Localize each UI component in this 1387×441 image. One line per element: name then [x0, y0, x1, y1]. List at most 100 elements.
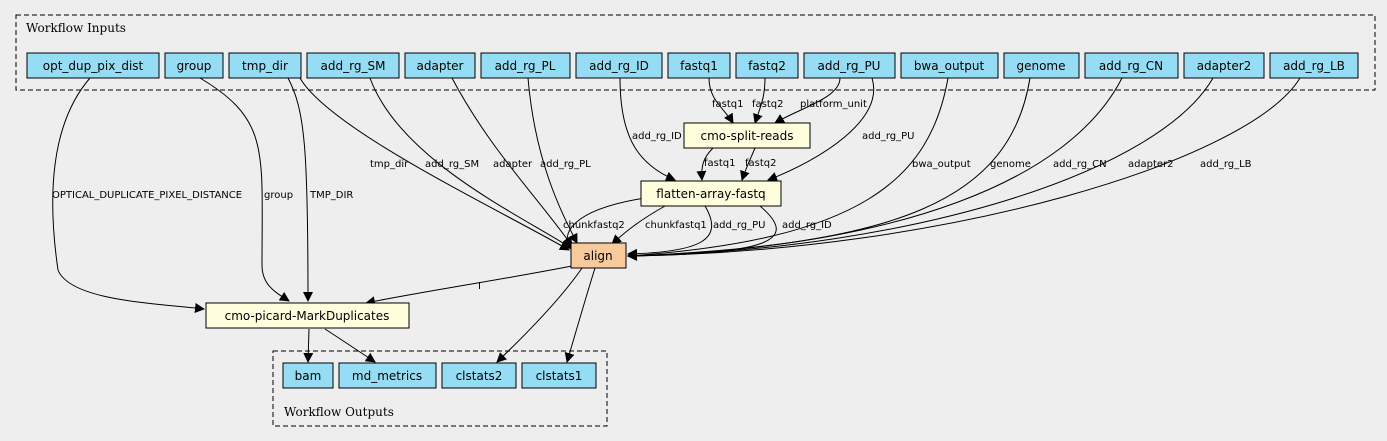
input-node-adapter2[interactable]: adapter2: [1183, 52, 1265, 79]
svg-text:add_rg_LB: add_rg_LB: [1283, 59, 1345, 73]
svg-text:add_rg_PU: add_rg_PU: [862, 131, 914, 142]
svg-text:clstats1: clstats1: [536, 369, 583, 383]
edge-add-rg-pu-flatten: add_rg_PU: [767, 77, 914, 182]
input-node-add-rg-id[interactable]: add_rg_ID: [575, 52, 663, 79]
edge-flatten-add-rg-pu-align: add_rg_PU: [627, 205, 765, 259]
svg-text:adapter: adapter: [417, 59, 464, 73]
edge-markdup-md-metrics: [324, 328, 376, 363]
svg-text:TMP_DIR: TMP_DIR: [309, 190, 353, 201]
input-node-tmp-dir[interactable]: tmp_dir: [228, 52, 302, 79]
output-node-bam[interactable]: bam: [282, 362, 334, 389]
svg-text:bwa_output: bwa_output: [914, 59, 985, 73]
svg-text:fastq1: fastq1: [680, 59, 718, 73]
svg-text:add_rg_CN: add_rg_CN: [1099, 59, 1163, 73]
edge-chunkfastq2-align: chunkfastq2: [561, 197, 646, 250]
step-node-cmo-split-reads[interactable]: cmo-split-reads: [683, 122, 811, 149]
svg-text:adapter2: adapter2: [1128, 159, 1174, 170]
svg-text:group: group: [177, 59, 212, 73]
edge-tmp-dir-align: tmp_dir: [299, 77, 570, 251]
svg-text:I: I: [478, 281, 481, 292]
svg-text:adapter: adapter: [493, 159, 533, 170]
svg-text:cmo-split-reads: cmo-split-reads: [700, 129, 793, 143]
workflow-outputs-label: Workflow Outputs: [284, 405, 394, 419]
input-node-add-rg-pu[interactable]: add_rg_PU: [803, 52, 896, 79]
input-node-group[interactable]: group: [164, 52, 224, 79]
input-node-add-rg-pl[interactable]: add_rg_PL: [480, 52, 571, 79]
svg-text:genome: genome: [990, 159, 1031, 170]
svg-text:fastq2: fastq2: [745, 158, 777, 169]
edge-split-fastq2-flatten: fastq2: [740, 147, 777, 181]
edge-adapter-align: adapter: [451, 77, 573, 247]
input-node-opt-dup-pix-dist[interactable]: opt_dup_pix_dist: [26, 52, 160, 79]
edge-chunkfastq1-align: chunkfastq1: [611, 205, 707, 245]
svg-text:flatten-array-fastq: flatten-array-fastq: [656, 187, 765, 201]
edge-split-fastq1-flatten: fastq1: [696, 147, 736, 181]
svg-text:add_rg_PU: add_rg_PU: [713, 220, 765, 231]
input-node-adapter[interactable]: adapter: [404, 52, 476, 79]
svg-text:add_rg_PL: add_rg_PL: [540, 159, 591, 170]
output-node-clstats2[interactable]: clstats2: [441, 362, 517, 389]
svg-text:add_rg_PU: add_rg_PU: [818, 59, 881, 73]
output-node-clstats1[interactable]: clstats1: [521, 362, 597, 389]
edge-add-rg-pu-split: platform_unit: [774, 77, 867, 124]
svg-text:chunkfastq1: chunkfastq1: [645, 220, 707, 231]
edge-add-rg-lb-align: add_rg_LB: [627, 77, 1301, 261]
workflow-inputs-label: Workflow Inputs: [26, 21, 126, 35]
input-node-add-rg-lb[interactable]: add_rg_LB: [1269, 52, 1359, 79]
edge-add-rg-id-flatten: add_rg_ID: [619, 77, 682, 182]
svg-text:md_metrics: md_metrics: [352, 369, 422, 383]
edge-adapter2-align: adapter2: [627, 77, 1214, 261]
workflow-inputs-cluster: Workflow Inputs: [15, 14, 1376, 91]
svg-text:fastq1: fastq1: [704, 158, 736, 169]
edge-align-clstats2: [496, 267, 583, 363]
step-node-align[interactable]: align: [570, 242, 627, 269]
svg-text:fastq2: fastq2: [748, 59, 786, 73]
input-node-fastq2[interactable]: fastq2: [735, 52, 799, 79]
edge-bwa-output-align: bwa_output: [627, 77, 971, 261]
edge-markdup-bam: [303, 328, 314, 363]
svg-text:add_rg_SM: add_rg_SM: [321, 59, 386, 73]
svg-text:add_rg_LB: add_rg_LB: [1200, 159, 1252, 170]
svg-text:OPTICAL_DUPLICATE_PIXEL_DISTAN: OPTICAL_DUPLICATE_PIXEL_DISTANCE: [52, 190, 242, 201]
svg-text:add_rg_ID: add_rg_ID: [782, 220, 832, 231]
svg-text:fastq2: fastq2: [752, 99, 784, 110]
edge-align-markdup: I: [365, 265, 573, 307]
output-node-md-metrics[interactable]: md_metrics: [338, 362, 437, 389]
input-node-fastq1[interactable]: fastq1: [667, 52, 731, 79]
svg-text:bam: bam: [295, 369, 322, 383]
svg-text:chunkfastq2: chunkfastq2: [563, 220, 625, 231]
workflow-outputs-cluster: Workflow Outputs: [272, 350, 608, 427]
svg-text:tmp_dir: tmp_dir: [242, 59, 288, 73]
svg-text:align: align: [583, 249, 612, 263]
input-node-add-rg-sm[interactable]: add_rg_SM: [306, 52, 400, 79]
step-node-flatten-array-fastq[interactable]: flatten-array-fastq: [640, 180, 782, 207]
edge-flatten-add-rg-id-align: add_rg_ID: [627, 205, 832, 261]
svg-text:add_rg_SM: add_rg_SM: [425, 159, 479, 170]
svg-text:add_rg_ID: add_rg_ID: [589, 59, 649, 73]
edge-group-markdup: group: [199, 77, 293, 302]
edge-tmp-dir-markdup: TMP_DIR: [287, 77, 353, 302]
edge-opt-dup-markdup: OPTICAL_DUPLICATE_PIXEL_DISTANCE: [52, 77, 242, 313]
svg-text:tmp_dir: tmp_dir: [370, 159, 409, 170]
svg-text:genome: genome: [1016, 59, 1065, 73]
svg-text:clstats2: clstats2: [456, 369, 503, 383]
input-node-bwa-output[interactable]: bwa_output: [900, 52, 999, 79]
edge-fastq1-split: fastq1: [708, 77, 744, 124]
edge-align-clstats1: [564, 267, 596, 363]
svg-text:add_rg_CN: add_rg_CN: [1053, 159, 1107, 170]
svg-text:platform_unit: platform_unit: [800, 99, 867, 110]
svg-text:add_rg_ID: add_rg_ID: [632, 131, 682, 142]
svg-text:fastq1: fastq1: [712, 99, 744, 110]
svg-text:adapter2: adapter2: [1197, 59, 1252, 73]
svg-text:opt_dup_pix_dist: opt_dup_pix_dist: [43, 59, 144, 73]
svg-text:add_rg_PL: add_rg_PL: [495, 59, 556, 73]
input-node-add-rg-cn[interactable]: add_rg_CN: [1084, 52, 1179, 79]
edge-fastq2-split: fastq2: [752, 77, 784, 124]
edge-add-rg-sm-align: add_rg_SM: [369, 77, 572, 249]
input-node-genome[interactable]: genome: [1003, 52, 1080, 79]
svg-text:group: group: [264, 190, 293, 201]
svg-text:cmo-picard-MarkDuplicates: cmo-picard-MarkDuplicates: [225, 309, 390, 323]
step-node-cmo-picard-markduplicates[interactable]: cmo-picard-MarkDuplicates: [205, 302, 410, 329]
edge-add-rg-pl-align: add_rg_PL: [527, 77, 591, 244]
